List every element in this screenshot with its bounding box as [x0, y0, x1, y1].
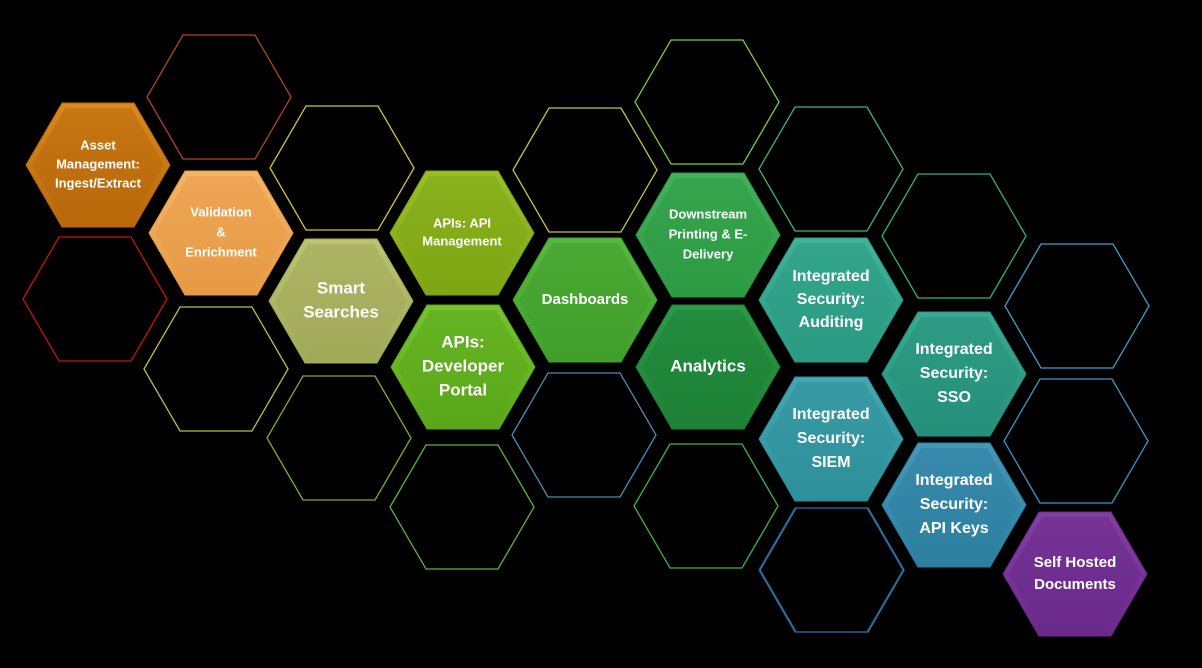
asset-management-label-line: Asset [80, 137, 116, 152]
outline-14-hexagon [1004, 243, 1150, 369]
integrated-security-api-keys-bevel [888, 448, 1020, 562]
integrated-security-api-keys-label-line: API Keys [919, 520, 988, 537]
downstream-printing-bevel [642, 178, 774, 292]
validation-enrichment-bevel [155, 176, 287, 290]
outline-16-hexagon [758, 507, 904, 633]
downstream-printing-label-line: Downstream [669, 206, 747, 221]
validation-enrichment-label-line: & [216, 224, 225, 239]
outline-15-hexagon [1003, 378, 1149, 504]
asset-management-bevel [32, 108, 164, 222]
dashboards-label-line: Dashboards [542, 291, 629, 308]
apis-api-management-label-line: Management [422, 233, 502, 248]
dashboards-bevel [519, 243, 651, 357]
self-hosted-documents-label-line: Self Hosted [1034, 554, 1117, 571]
apis-api-management-label-line: APIs: API [433, 215, 491, 230]
outline-13-hexagon [759, 507, 905, 633]
outline-12-hexagon [881, 173, 1027, 299]
outline-10-hexagon [633, 443, 779, 569]
outline-4-hexagon [269, 105, 415, 231]
integrated-security-auditing-label-line: Integrated [792, 268, 869, 285]
integrated-security-auditing-label-line: Security: [797, 291, 865, 308]
apis-developer-portal-label-line: APIs: [441, 332, 484, 351]
validation-enrichment-label-line: Enrichment [185, 244, 257, 259]
self-hosted-documents-bevel [1009, 517, 1141, 631]
dashboards-hexagon: Dashboards [512, 237, 658, 363]
outline-9-hexagon [634, 39, 780, 165]
integrated-security-api-keys-label-line: Integrated [915, 472, 992, 489]
asset-management-label-line: Ingest/Extract [55, 175, 142, 190]
outline-5-hexagon [266, 375, 412, 501]
outline-7-hexagon [512, 107, 658, 233]
integrated-security-api-keys-label-line: Security: [920, 496, 988, 513]
analytics-label-line: Analytics [670, 356, 746, 375]
outline-hexagons [22, 34, 1150, 633]
outline-8-hexagon [511, 372, 657, 498]
integrated-security-auditing-bevel [765, 243, 897, 357]
downstream-printing-label-line: Delivery [683, 246, 734, 261]
filled-hexagons: AssetManagement:Ingest/ExtractValidation… [25, 102, 1148, 637]
analytics-hexagon: Analytics [635, 304, 781, 430]
integrated-security-siem-label-line: Integrated [792, 406, 869, 423]
analytics-bevel [642, 310, 774, 424]
integrated-security-siem-label-line: SIEM [811, 454, 850, 471]
integrated-security-sso-label-line: SSO [937, 389, 971, 406]
validation-enrichment-label-line: Validation [190, 204, 251, 219]
outline-3-hexagon [143, 306, 289, 432]
smart-searches-label-line: Smart [317, 278, 366, 297]
apis-developer-portal-label-line: Portal [439, 380, 487, 399]
outline-11-hexagon [758, 106, 904, 232]
apis-api-management-hexagon: APIs: API Management [389, 170, 535, 296]
apis-api-management-bevel [396, 176, 528, 290]
integrated-security-sso-bevel [888, 317, 1020, 431]
smart-searches-bevel [275, 244, 407, 358]
integrated-security-siem-label-line: Security: [797, 430, 865, 447]
apis-developer-portal-label-line: Developer [422, 356, 505, 375]
validation-enrichment-hexagon: Validation & Enrichment [148, 170, 294, 296]
integrated-security-sso-label-line: Integrated [915, 341, 992, 358]
integrated-security-auditing-label-line: Auditing [799, 314, 864, 331]
self-hosted-documents-label-line: Documents [1034, 576, 1116, 593]
integrated-security-siem-bevel [765, 382, 897, 496]
outline-2-hexagon [22, 236, 168, 362]
downstream-printing-label-line: Printing & E- [669, 226, 748, 241]
outline-1-hexagon [146, 34, 292, 160]
smart-searches-label-line: Searches [303, 302, 379, 321]
integrated-security-sso-label-line: Security: [920, 365, 988, 382]
apis-developer-portal-bevel [397, 310, 529, 424]
outline-6-hexagon [389, 444, 535, 570]
asset-management-label-line: Management: [56, 156, 140, 171]
